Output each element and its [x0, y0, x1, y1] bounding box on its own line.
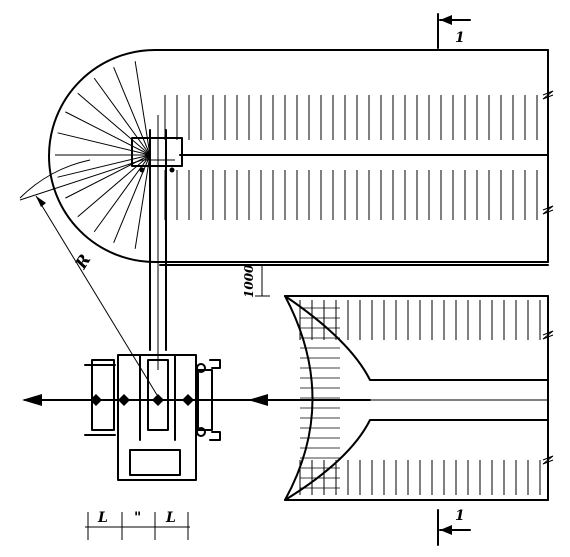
rib-line: [93, 154, 151, 233]
rib-line: [134, 61, 151, 156]
upper-plan-outline: [48, 49, 549, 266]
dimension-chain: [85, 512, 190, 540]
section-label-bottom: 1: [455, 508, 465, 524]
rib-line: [134, 154, 151, 249]
radius-label: R: [71, 251, 95, 273]
lower-machine: [84, 354, 221, 481]
dim-l-right: L: [165, 510, 176, 526]
lower-rib-lines: [299, 300, 541, 495]
main-axis: [22, 394, 548, 406]
rib-line: [65, 111, 151, 156]
section-label-top: 1: [455, 30, 465, 46]
dim-mid: ": [134, 510, 141, 526]
dimension-1000: [255, 264, 270, 297]
rib-line: [113, 67, 151, 156]
rib-line: [57, 154, 151, 178]
section-marker-bottom: [437, 509, 471, 546]
rib-line: [57, 132, 151, 156]
radius-dimension: [19, 159, 158, 396]
rib-line: [77, 92, 151, 156]
dim-l-left: L: [97, 510, 108, 526]
rib-line: [93, 77, 151, 156]
break-marks: [542, 90, 554, 465]
radial-lines: [55, 61, 151, 249]
arm-beam: [149, 115, 167, 370]
section-marker-top: [437, 13, 471, 49]
upper-rib-lines: [164, 95, 538, 220]
dimension-1000-label: 1000: [242, 264, 256, 298]
rib-line: [113, 154, 151, 243]
